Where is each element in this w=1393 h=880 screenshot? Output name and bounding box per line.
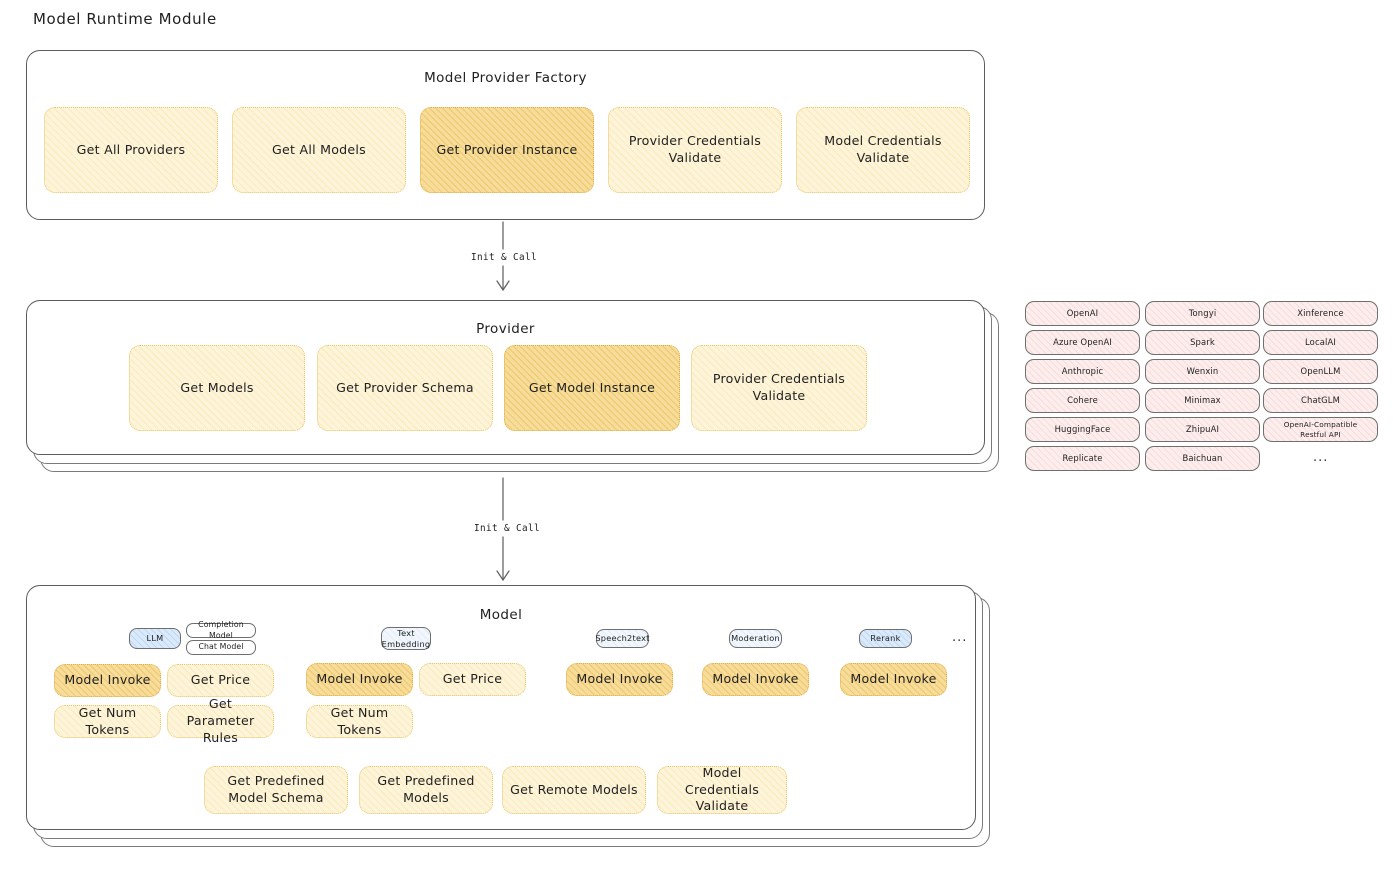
model-groups-more: ... <box>952 630 968 645</box>
node-text-embedding-model-invoke[interactable]: Model Invoke <box>306 663 413 696</box>
vendor-cohere[interactable]: Cohere <box>1025 388 1140 413</box>
model-badge-speech2text[interactable]: Speech2text <box>595 629 649 648</box>
node-moderation-model-invoke[interactable]: Model Invoke <box>702 663 809 696</box>
node-llm-model-invoke[interactable]: Model Invoke <box>54 664 161 697</box>
model-badge-llm[interactable]: LLM <box>129 628 181 649</box>
node-get-provider-instance[interactable]: Get Provider Instance <box>420 107 594 193</box>
model-subbadge-completion-model[interactable]: Completion Model <box>186 620 256 640</box>
node-get-provider-schema[interactable]: Get Provider Schema <box>317 345 493 431</box>
arrow-label-init-call-2: Init & Call <box>474 523 540 534</box>
node-rerank-model-invoke[interactable]: Model Invoke <box>840 663 947 696</box>
vendor-azure-openai[interactable]: Azure OpenAI <box>1025 330 1140 355</box>
model-panel: Model <box>26 585 976 830</box>
model-badge-text-embedding[interactable]: Text Embedding <box>381 627 431 650</box>
vendor-localai[interactable]: LocalAI <box>1263 330 1378 355</box>
node-speech2text-model-invoke[interactable]: Model Invoke <box>566 663 673 696</box>
factory-title: Model Provider Factory <box>424 70 587 86</box>
node-llm-get-num-tokens[interactable]: Get Num Tokens <box>54 705 161 738</box>
node-get-predefined-model-schema[interactable]: Get Predefined Model Schema <box>204 766 348 814</box>
node-llm-get-parameter-rules[interactable]: Get Parameter Rules <box>167 696 274 745</box>
node-provider-credentials-validate-factory[interactable]: Provider Credentials Validate <box>608 107 782 193</box>
vendor-zhipuai[interactable]: ZhipuAI <box>1145 417 1260 442</box>
vendor-baichuan[interactable]: Baichuan <box>1145 446 1260 471</box>
model-subbadge-chat-model[interactable]: Chat Model <box>186 640 256 655</box>
vendor-replicate[interactable]: Replicate <box>1025 446 1140 471</box>
node-model-credentials-validate-model[interactable]: Model Credentials Validate <box>657 765 787 814</box>
node-text-embedding-get-num-tokens[interactable]: Get Num Tokens <box>306 705 413 738</box>
arrow-label-init-call-1: Init & Call <box>471 252 537 263</box>
node-get-remote-models[interactable]: Get Remote Models <box>502 766 646 814</box>
node-provider-credentials-validate[interactable]: Provider Credentials Validate <box>691 345 867 431</box>
node-get-models[interactable]: Get Models <box>129 345 305 431</box>
vendor-tongyi[interactable]: Tongyi <box>1145 301 1260 326</box>
node-llm-get-price[interactable]: Get Price <box>167 664 274 697</box>
vendor-minimax[interactable]: Minimax <box>1145 388 1260 413</box>
vendor-list-more: ... <box>1313 450 1329 465</box>
provider-title: Provider <box>476 321 535 337</box>
vendor-openllm[interactable]: OpenLLM <box>1263 359 1378 384</box>
node-text-embedding-get-price[interactable]: Get Price <box>419 663 526 696</box>
node-model-credentials-validate-factory[interactable]: Model Credentials Validate <box>796 107 970 193</box>
vendor-openai-compatible-restful-api[interactable]: OpenAI-Compatible Restful API <box>1263 417 1378 442</box>
node-get-all-models[interactable]: Get All Models <box>232 107 406 193</box>
node-get-model-instance[interactable]: Get Model Instance <box>504 345 680 431</box>
page-title: Model Runtime Module <box>33 10 217 28</box>
model-title: Model <box>479 607 523 623</box>
vendor-xinference[interactable]: Xinference <box>1263 301 1378 326</box>
model-badge-moderation[interactable]: Moderation <box>729 629 782 648</box>
vendor-anthropic[interactable]: Anthropic <box>1025 359 1140 384</box>
vendor-spark[interactable]: Spark <box>1145 330 1260 355</box>
vendor-chatglm[interactable]: ChatGLM <box>1263 388 1378 413</box>
model-badge-rerank[interactable]: Rerank <box>859 629 912 648</box>
vendor-openai[interactable]: OpenAI <box>1025 301 1140 326</box>
vendor-wenxin[interactable]: Wenxin <box>1145 359 1260 384</box>
vendor-huggingface[interactable]: HuggingFace <box>1025 417 1140 442</box>
node-get-predefined-models[interactable]: Get Predefined Models <box>359 766 493 814</box>
node-get-all-providers[interactable]: Get All Providers <box>44 107 218 193</box>
